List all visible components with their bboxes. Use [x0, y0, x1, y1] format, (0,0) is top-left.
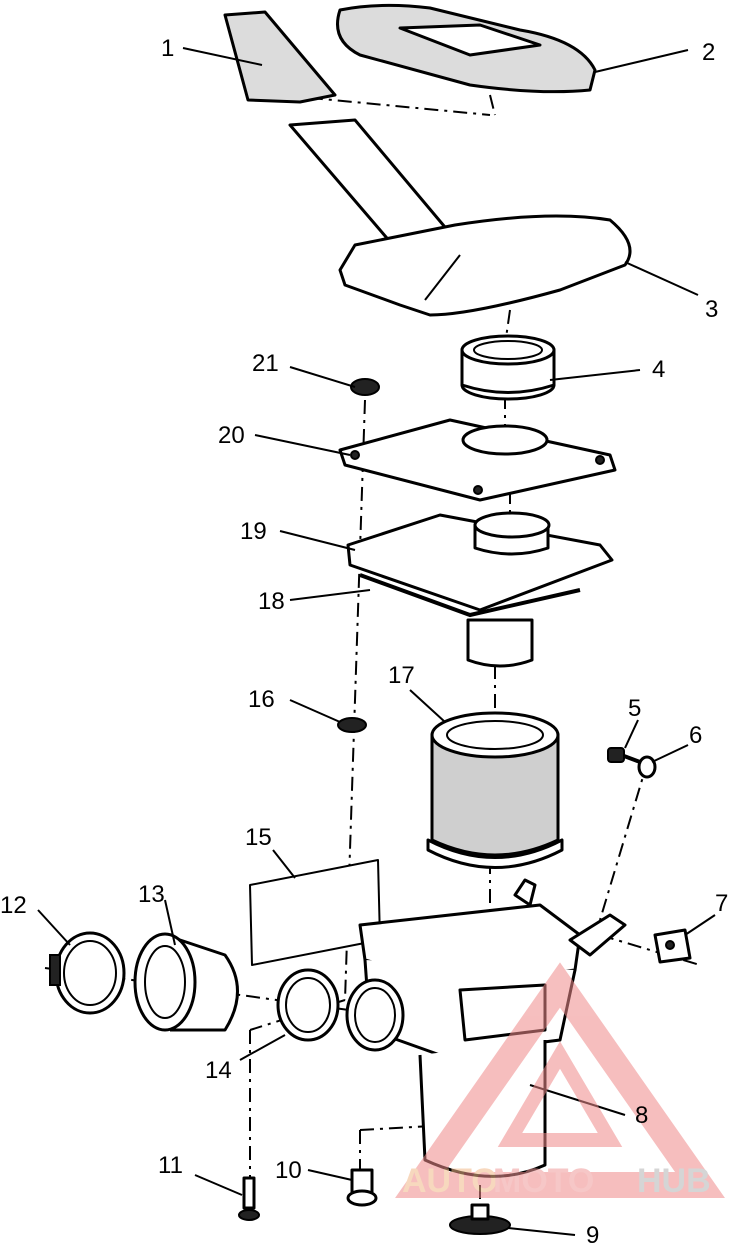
- callout-5: 5: [628, 695, 641, 722]
- airbox-inlet-spigot: [345, 978, 405, 1052]
- callout-11: 11: [158, 1152, 183, 1179]
- part-4-intake-coupler: [460, 334, 556, 401]
- part-5-bolt: [607, 747, 641, 764]
- callout-labels: 1 2 3 4 5 6 7 8 9 10 11 12 13 14 15 16 1…: [0, 35, 728, 1245]
- part-17-air-filter: [426, 711, 564, 869]
- callout-14: 14: [205, 1057, 232, 1084]
- lid-outlet-tube: [466, 618, 534, 668]
- callout-12: 12: [0, 892, 27, 919]
- watermark-logo: AUTO MOTO HUB: [395, 962, 725, 1200]
- part-3-intake-cover: [288, 118, 632, 317]
- callout-7: 7: [715, 890, 728, 917]
- part-15-decal: [249, 859, 381, 966]
- callout-19: 19: [240, 518, 267, 545]
- part-7-clip-nut: [653, 928, 692, 964]
- part-6-washer: [637, 755, 657, 779]
- callout-10: 10: [275, 1157, 302, 1184]
- callout-8: 8: [635, 1102, 648, 1129]
- part-12-hose-clamp: [49, 931, 126, 1015]
- callout-20: 20: [218, 422, 245, 449]
- part-14-clamp: [276, 968, 340, 1042]
- part-20-top-plate: [338, 418, 617, 502]
- callout-4: 4: [652, 356, 665, 383]
- part-9-drain-cap: [449, 1203, 511, 1235]
- part-1-foam-pad: [223, 10, 337, 104]
- part-10-drain-fitting: [346, 1168, 378, 1207]
- part-19-airbox-lid: [346, 511, 614, 612]
- callout-9: 9: [586, 1222, 599, 1245]
- part-11-screw: [238, 1176, 260, 1221]
- callout-6: 6: [689, 722, 702, 749]
- callout-17: 17: [388, 662, 415, 689]
- part-21-clip: [350, 378, 380, 396]
- callout-16: 16: [248, 686, 275, 713]
- part-2-foam-seal: [336, 3, 597, 94]
- watermark-hub-text: HUB: [637, 1162, 711, 1200]
- part-18-gasket: [359, 573, 581, 618]
- part-16-grommet: [337, 717, 367, 733]
- callout-3: 3: [705, 296, 718, 323]
- part-13-inlet-boot: [133, 932, 239, 1032]
- watermark-auto-text: AUTO: [402, 1162, 498, 1200]
- callout-18: 18: [258, 588, 285, 615]
- callout-21: 21: [252, 350, 279, 377]
- watermark-moto-text: MOTO: [493, 1162, 594, 1200]
- callout-2: 2: [702, 39, 715, 66]
- callout-15: 15: [245, 824, 272, 851]
- callout-13: 13: [138, 881, 165, 908]
- watermark-triangle: [395, 962, 725, 1198]
- callout-1: 1: [161, 35, 174, 62]
